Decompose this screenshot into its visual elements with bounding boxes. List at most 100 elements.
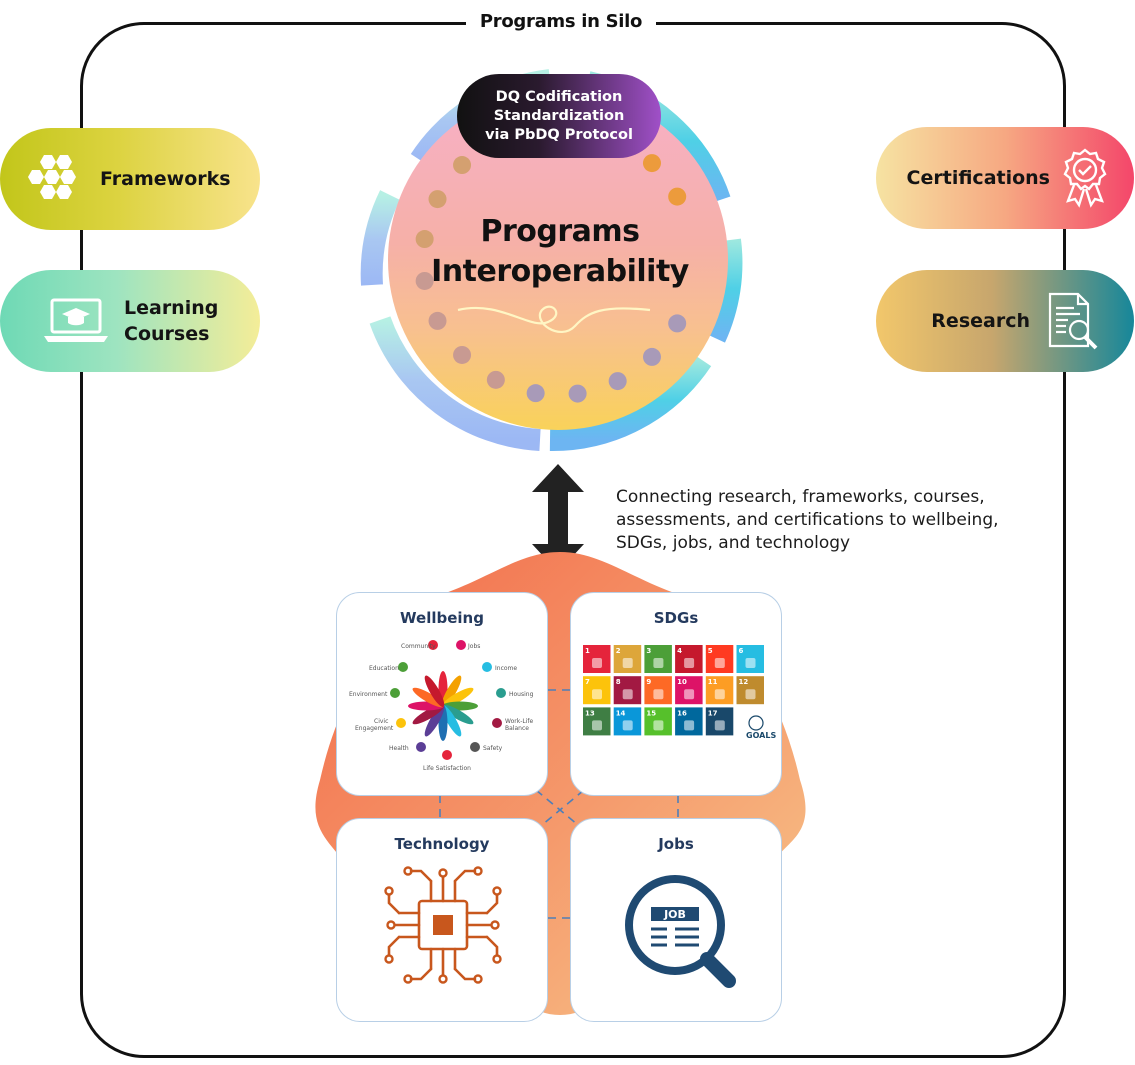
sdg-goal-icon bbox=[745, 658, 756, 668]
sdg-goal-icon bbox=[653, 689, 664, 700]
wb-balance: Balance bbox=[505, 725, 529, 732]
sdg-goal-icon bbox=[653, 720, 664, 731]
connector-caption: Connecting research, frameworks, courses… bbox=[616, 486, 1056, 555]
wb-housing: Housing bbox=[509, 691, 534, 698]
sdg-goal-number: 9 bbox=[646, 678, 651, 686]
wb-life-satisfaction: Life Satisfaction bbox=[423, 765, 471, 772]
badge-line-1: DQ Codification bbox=[495, 88, 623, 105]
sdg-goal-icon bbox=[684, 720, 695, 731]
ring-dot bbox=[415, 271, 434, 290]
jobs-title: Jobs bbox=[658, 835, 694, 853]
sdg-goal-number: 2 bbox=[616, 647, 621, 655]
document-magnifier-icon bbox=[1048, 292, 1098, 350]
sdg-goal-number: 10 bbox=[677, 678, 687, 686]
ring-dot bbox=[642, 154, 661, 173]
wellbeing-dimension-icon bbox=[470, 742, 480, 752]
sdg-goal-number: 1 bbox=[585, 647, 590, 655]
sdg-goal-number: 7 bbox=[585, 678, 590, 686]
double-arrow-vertical-icon bbox=[532, 464, 584, 572]
sdgs-title: SDGs bbox=[653, 609, 699, 627]
technology-title: Technology bbox=[394, 835, 490, 853]
sdg-goal-icon bbox=[714, 689, 725, 700]
wellbeing-dimension-icon bbox=[398, 662, 408, 672]
sdg-goal-icon bbox=[684, 689, 695, 700]
ring-dot bbox=[668, 187, 687, 206]
sdg-goal-number: 5 bbox=[708, 647, 713, 655]
ring-dot bbox=[453, 156, 472, 175]
sdg-goal-number: 16 bbox=[677, 709, 687, 717]
wellbeing-petal bbox=[424, 704, 445, 737]
sdg-goal-number: 8 bbox=[616, 678, 621, 686]
sdg-goal-number: 11 bbox=[708, 678, 718, 686]
sdg-goal-icon bbox=[592, 720, 602, 731]
sdg-goal-icon bbox=[622, 720, 633, 731]
wb-community: Community bbox=[401, 643, 436, 650]
sdg-goal-icon bbox=[622, 689, 633, 700]
sdg-goal-number: 3 bbox=[646, 647, 651, 655]
laptop-graduation-cap-icon bbox=[44, 298, 108, 342]
job-sign-text: JOB bbox=[663, 908, 686, 921]
sdg-goals-logo: GOALS bbox=[746, 731, 776, 740]
sdg-wheel-icon bbox=[748, 715, 764, 731]
interoperability-circle bbox=[360, 69, 743, 452]
wb-engagement: Engagement bbox=[355, 725, 394, 732]
caption-line-2: assessments, and certifications to wellb… bbox=[616, 510, 999, 530]
wellbeing-dimension-icon bbox=[482, 662, 492, 672]
wb-health: Health bbox=[389, 745, 409, 752]
wellbeing-card: Wellbeing Community Jobs Income Housing … bbox=[336, 592, 548, 796]
certifications-pill: Certifications bbox=[876, 127, 1134, 229]
ring-dot bbox=[568, 384, 587, 403]
title-line-1: Programs bbox=[480, 214, 640, 249]
wb-education: Education bbox=[369, 665, 399, 672]
learning-courses-label: Learning Courses bbox=[124, 297, 219, 345]
wellbeing-petal bbox=[441, 704, 474, 725]
wellbeing-title: Wellbeing bbox=[400, 609, 484, 627]
research-pill: Research bbox=[876, 270, 1134, 372]
ring-dot bbox=[668, 314, 687, 333]
wellbeing-dimension-icon bbox=[428, 640, 438, 650]
sdg-goal-number: 12 bbox=[739, 678, 749, 686]
wellbeing-petal bbox=[441, 675, 462, 708]
caption-line-3: SDGs, jobs, and technology bbox=[616, 533, 851, 553]
sdg-goal-number: 13 bbox=[585, 709, 595, 717]
ring-dot bbox=[642, 347, 661, 366]
sdg-goal-number: 6 bbox=[739, 647, 744, 655]
research-label: Research bbox=[931, 310, 1030, 332]
wb-jobs: Jobs bbox=[467, 643, 480, 650]
ring-dot bbox=[608, 372, 627, 391]
sdg-goal-icon bbox=[592, 689, 602, 700]
frame-title: Programs in Silo bbox=[466, 8, 656, 36]
caption-line-1: Connecting research, frameworks, courses… bbox=[616, 487, 985, 507]
sdg-goal-icon bbox=[684, 658, 695, 668]
sdg-goal-icon bbox=[653, 658, 664, 668]
jobs-card: Jobs JOB bbox=[570, 818, 782, 1022]
wb-civic: Civic bbox=[374, 718, 388, 725]
sdg-goal-number: 4 bbox=[677, 647, 682, 655]
wellbeing-petal bbox=[412, 687, 445, 708]
ring-dot bbox=[453, 345, 472, 364]
wb-environment: Environment bbox=[349, 691, 388, 698]
interoperability-title: Programs Interoperability bbox=[410, 212, 710, 292]
sdg-goal-number: 14 bbox=[616, 709, 626, 717]
wellbeing-dimension-icon bbox=[396, 718, 406, 728]
job-search-icon: JOB bbox=[625, 875, 736, 988]
ring-dot bbox=[415, 230, 434, 249]
sdg-goal-icon bbox=[622, 658, 633, 668]
technology-card: Technology bbox=[336, 818, 548, 1022]
award-ribbon-icon bbox=[1063, 148, 1107, 208]
wellbeing-dimension-icon bbox=[456, 640, 466, 650]
sdg-goal-number: 15 bbox=[646, 709, 656, 717]
wb-work-life: Work-Life bbox=[505, 718, 533, 725]
sdg-goal-number: 17 bbox=[708, 709, 718, 717]
wellbeing-dimension-icon bbox=[496, 688, 506, 698]
sdg-goal-icon bbox=[592, 658, 602, 668]
learning-courses-pill: Learning Courses bbox=[0, 270, 260, 372]
ring-dot bbox=[486, 370, 505, 389]
codification-badge: DQ Codification Standardization via PbDQ… bbox=[457, 74, 661, 158]
wellbeing-flower-icon: Community Jobs Income Housing Work-Life … bbox=[349, 640, 534, 772]
title-line-2: Interoperability bbox=[431, 254, 689, 289]
ring-dot bbox=[526, 384, 545, 403]
sdg-goal-icon bbox=[714, 720, 725, 731]
